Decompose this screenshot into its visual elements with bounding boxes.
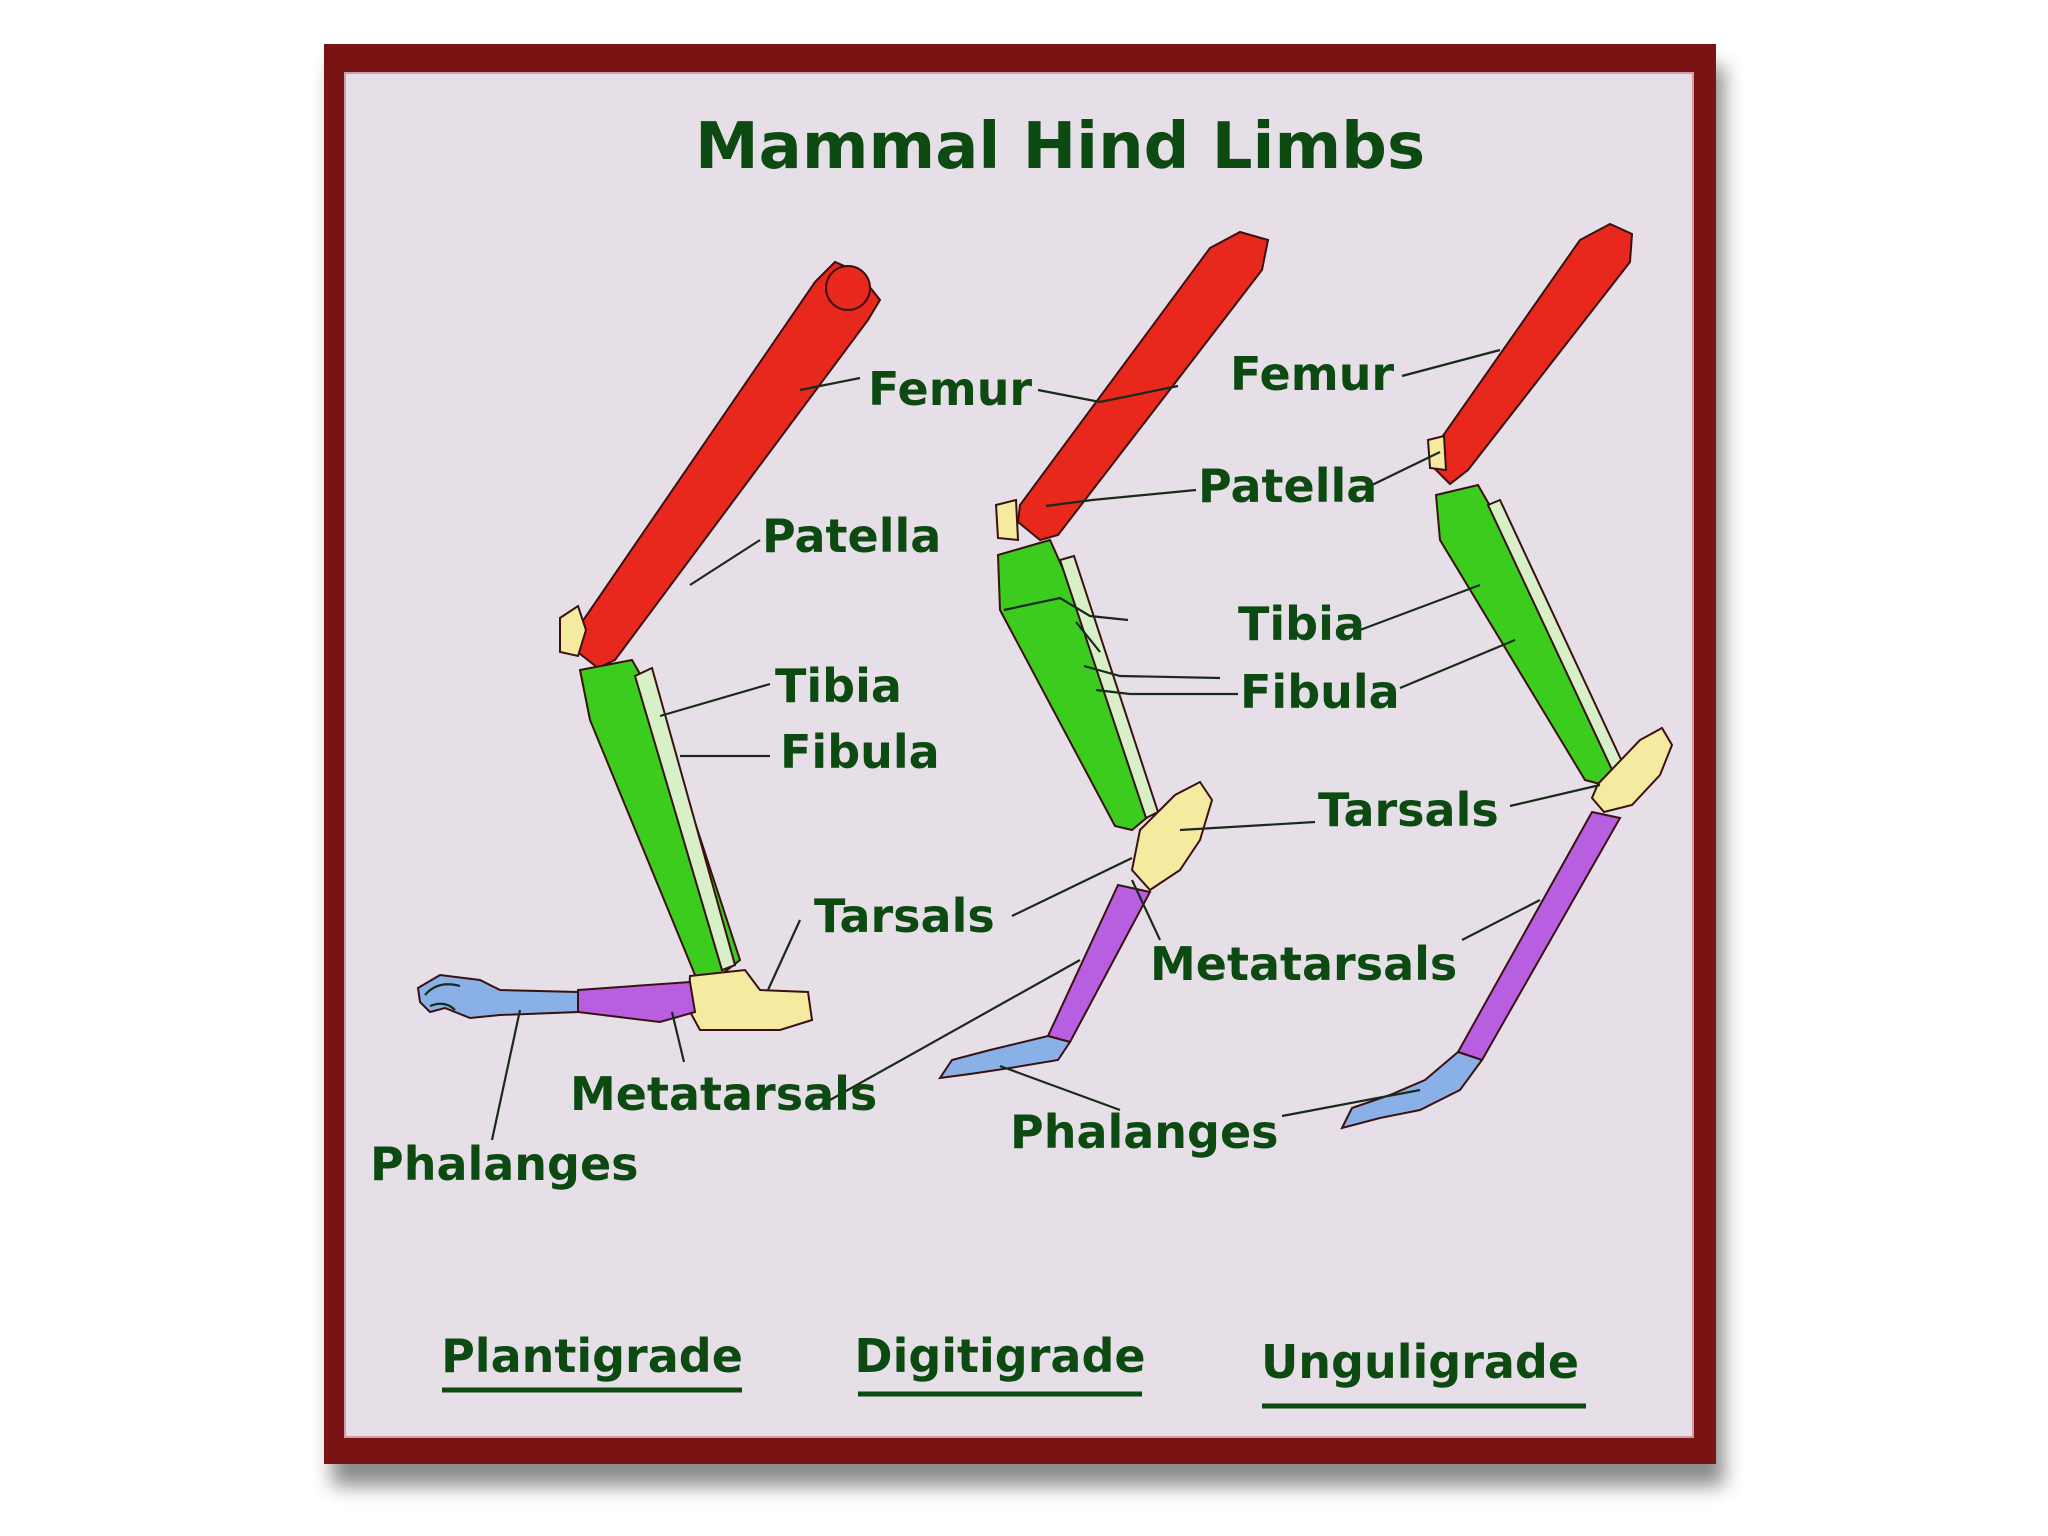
label-patella-digitigrade: Patella bbox=[1198, 459, 1377, 513]
limb-unguligrade bbox=[1340, 222, 1674, 1130]
label-phalanges-plantigrade: Phalanges bbox=[370, 1137, 639, 1191]
metatarsals-bone bbox=[1456, 810, 1622, 1062]
phalanges-bone bbox=[416, 973, 579, 1020]
limb-digitigrade bbox=[937, 230, 1270, 1080]
label-patella-plantigrade: Patella bbox=[762, 509, 941, 563]
tibia-bone bbox=[1434, 483, 1622, 786]
label-fibula-digitigrade: Fibula bbox=[1240, 665, 1400, 719]
diagram-title: Mammal Hind Limbs bbox=[695, 110, 1425, 184]
tarsals-bone bbox=[1590, 726, 1674, 814]
metatarsals-bone bbox=[577, 980, 697, 1024]
metatarsals-bone bbox=[1046, 883, 1152, 1044]
femur-bone bbox=[1016, 230, 1270, 542]
patella-bone bbox=[994, 498, 1020, 542]
tibia-bone bbox=[996, 538, 1152, 832]
label-tibia-digitigrade: Tibia bbox=[1238, 597, 1365, 651]
limb-plantigrade bbox=[416, 260, 882, 1031]
femur-head bbox=[825, 265, 871, 311]
patella-bone bbox=[559, 604, 588, 658]
caption-unguligrade: Unguligrade bbox=[1261, 1335, 1579, 1389]
claw-outline bbox=[424, 983, 461, 1011]
femur-bone bbox=[1430, 222, 1634, 486]
tarsals-bone bbox=[1130, 780, 1214, 892]
phalanges-bone bbox=[1340, 1050, 1484, 1130]
tarsals-bone bbox=[686, 968, 814, 1031]
label-femur-digitigrade: Femur bbox=[1230, 347, 1394, 401]
label-tarsals-digitigrade: Tarsals bbox=[1318, 783, 1499, 837]
leader-lines bbox=[490, 348, 1601, 1141]
label-metatarsals-digitigrade: Metatarsals bbox=[1150, 937, 1457, 991]
phalanges-bone bbox=[937, 1034, 1072, 1080]
femur-bone bbox=[573, 260, 882, 670]
label-metatarsals-plantigrade: Metatarsals bbox=[570, 1067, 877, 1121]
label-femur-plantigrade: Femur bbox=[868, 362, 1032, 416]
figure-panel bbox=[344, 72, 1694, 1438]
figure-frame bbox=[324, 44, 1716, 1464]
tibia-bone bbox=[578, 658, 742, 984]
label-fibula-plantigrade: Fibula bbox=[780, 725, 940, 779]
label-phalanges-digitigrade: Phalanges bbox=[1010, 1105, 1279, 1159]
label-tibia-plantigrade: Tibia bbox=[775, 659, 902, 713]
caption-digitigrade: Digitigrade bbox=[854, 1329, 1145, 1383]
fibula-bone bbox=[633, 666, 737, 972]
caption-plantigrade: Plantigrade bbox=[441, 1329, 743, 1383]
label-tarsals-plantigrade: Tarsals bbox=[814, 889, 995, 943]
